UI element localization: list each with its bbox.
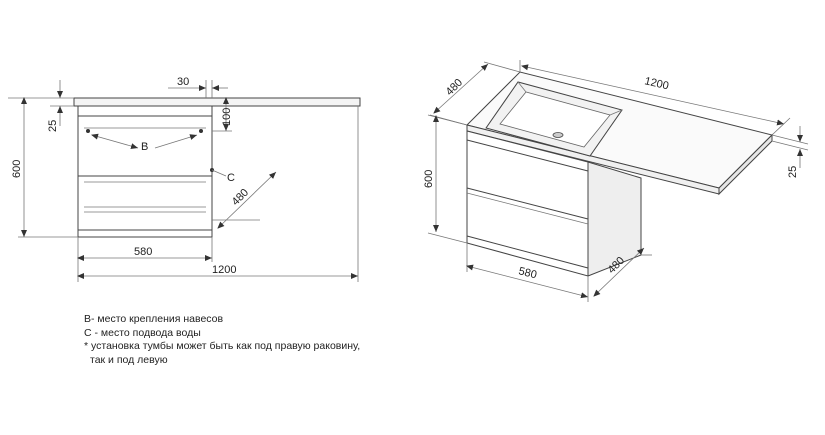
dim-depth: 480 xyxy=(230,187,251,208)
legend-note-cont: так и под левую xyxy=(90,353,168,366)
drain-hole xyxy=(552,132,564,138)
iso-dim-height: 600 xyxy=(423,170,435,188)
hanging-point-right xyxy=(199,129,203,133)
iso-dim-top-thickness: 25 xyxy=(787,166,799,178)
iso-dim-depth-top: 480 xyxy=(444,77,465,98)
iso-dim-length: 1200 xyxy=(643,75,670,92)
front-countertop xyxy=(73,97,361,107)
label-c: C xyxy=(227,172,235,184)
legend: B- место крепления навесов C - место под… xyxy=(84,313,360,367)
iso-dim-width: 580 xyxy=(517,265,538,281)
dim-height: 600 xyxy=(11,160,23,178)
dim-top-thickness: 25 xyxy=(47,120,59,132)
label-b: B xyxy=(141,141,148,153)
front-cabinet xyxy=(77,105,213,238)
dim-width-total: 1200 xyxy=(212,264,236,276)
front-view: B C 1200 580 600 25 30 100 xyxy=(8,76,361,282)
legend-note: * установка тумбы может быть как под пра… xyxy=(84,340,361,352)
dim-width-cabinet: 580 xyxy=(134,246,152,258)
dim-top-offset: 30 xyxy=(177,76,189,88)
hanging-point-left xyxy=(86,129,90,133)
legend-line-b: B- место крепления навесов xyxy=(84,313,224,325)
dim-offset-vertical: 100 xyxy=(221,108,233,126)
iso-view: 1200 480 600 25 580 480 xyxy=(423,60,809,302)
legend-line-c: C - место подвода воды xyxy=(84,326,201,339)
